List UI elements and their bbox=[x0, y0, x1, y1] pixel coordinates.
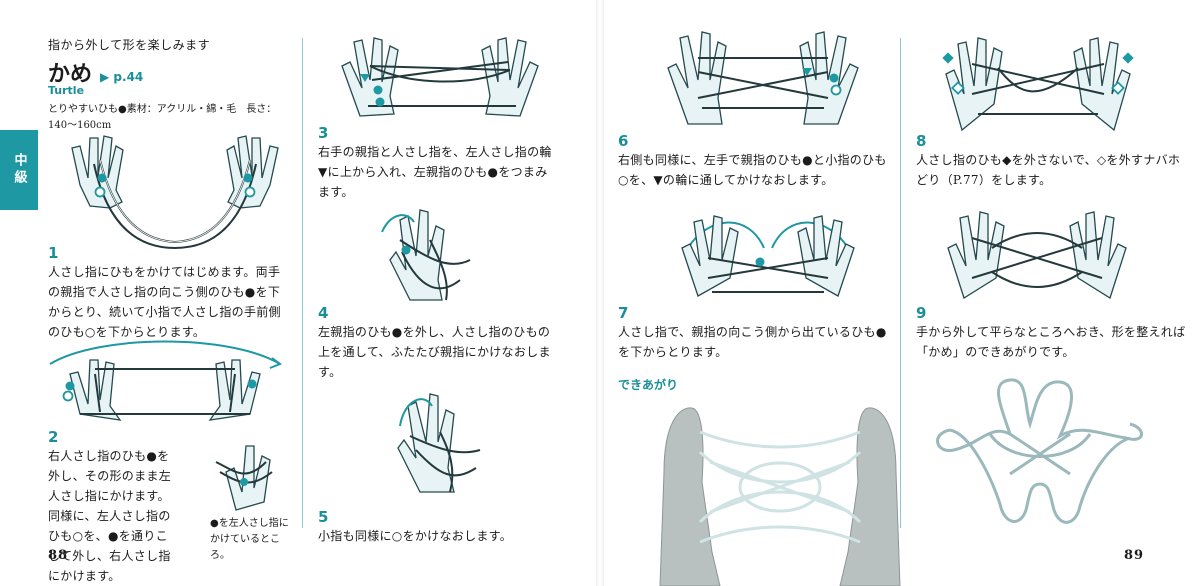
right-page: 6 右側も同様に、左手で親指のひも●と小指のひも○を、▼の輪に通してかけなおしま… bbox=[600, 0, 1200, 586]
step4-illustration bbox=[381, 209, 471, 301]
step-8-number: 8 bbox=[916, 132, 927, 150]
page-title: かめ bbox=[48, 62, 93, 87]
step-5-number: 5 bbox=[318, 508, 329, 526]
step-8-text: 人さし指のひも◆を外さないで、◇を外すナバホどり（P.77）をします。 bbox=[916, 153, 1181, 187]
step-5-text: 小指も同様に○をかけなおします。 bbox=[318, 529, 513, 543]
step8-illustration bbox=[942, 37, 1134, 132]
finished-label: できあがり bbox=[618, 378, 679, 392]
step-2-number: 2 bbox=[48, 428, 59, 446]
step-3-number: 3 bbox=[318, 124, 329, 142]
page-number-right: 89 bbox=[1124, 548, 1145, 563]
step-7-text: 人さし指で、親指の向こう側から出ているひも●を下からとります。 bbox=[618, 325, 887, 359]
level-tab: 中級 bbox=[0, 130, 38, 210]
step-1-number: 1 bbox=[48, 244, 59, 262]
step-6-text: 右側も同様に、左手で親指のひも●と小指のひも○を、▼の輪に通してかけなおします。 bbox=[618, 153, 887, 187]
finished-string-figure bbox=[936, 378, 1143, 524]
step2-note: ●を左人さし指にかけているところ。 bbox=[210, 518, 289, 561]
step9-illustration bbox=[947, 211, 1127, 299]
step-9-text: 手から外して平らなところへおき、形を整えれば「かめ」のできあがりです。 bbox=[916, 325, 1186, 359]
step-6-number: 6 bbox=[618, 132, 629, 150]
finished-photo bbox=[600, 392, 930, 586]
column-divider-left bbox=[302, 38, 303, 528]
step2-illustration bbox=[49, 340, 283, 421]
step1-illustration bbox=[71, 135, 279, 250]
column-divider-right bbox=[900, 38, 901, 528]
step3-illustration bbox=[341, 37, 539, 117]
step-7-number: 7 bbox=[618, 304, 629, 322]
step-4-number: 4 bbox=[318, 304, 329, 322]
step-1-text: 人さし指にひもをかけてはじめます。両手の親指で人さし指の向こう側のひも●を下から… bbox=[48, 265, 281, 339]
page-reference: ▶ p.44 bbox=[100, 70, 144, 84]
step6-illustration bbox=[667, 31, 859, 125]
book-gutter bbox=[596, 0, 604, 586]
step7-illustration bbox=[681, 215, 855, 297]
step-3-text: 右手の親指と人さし指を、左人さし指の輪▼に上から入れ、左親指のひも●をつまみます… bbox=[318, 145, 552, 199]
step-2-text: 右人さし指のひも●を外し、その形のまま左人さし指にかけます。同様に、左人さし指の… bbox=[48, 449, 172, 583]
header-subtitle: 指から外して形を楽しみます bbox=[48, 38, 211, 52]
english-title: Turtle bbox=[48, 84, 85, 97]
material-info: とりやすいひも●素材：アクリル・綿・毛 長さ：140〜160cm bbox=[48, 104, 277, 131]
page-number-left: 88 bbox=[48, 548, 69, 563]
step-4-text: 左親指のひも●を外し、人さし指のひもの上を通して、ふたたび親指にかけなおします。 bbox=[318, 325, 551, 379]
step5-illustration bbox=[397, 393, 481, 493]
title-row: かめ ▶ p.44 bbox=[48, 56, 143, 88]
left-page: 指から外して形を楽しみます かめ ▶ p.44 Turtle とりやすいひも●素… bbox=[0, 37, 552, 583]
step2-detail-illustration bbox=[215, 445, 273, 511]
step-9-number: 9 bbox=[916, 304, 927, 322]
